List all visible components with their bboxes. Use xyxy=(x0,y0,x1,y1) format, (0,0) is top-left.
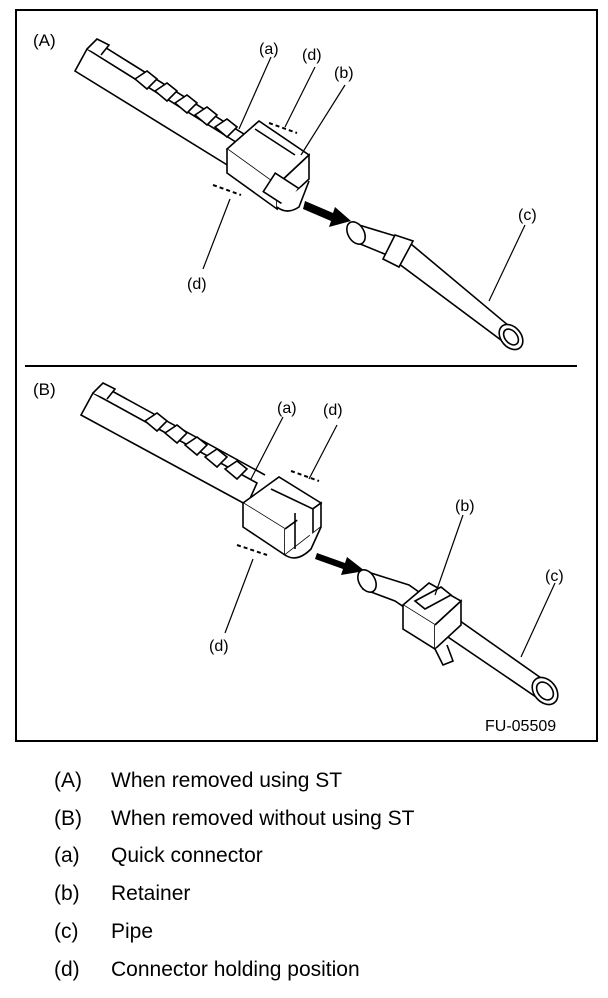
legend-key: (c) xyxy=(54,920,79,944)
legend-row: (A) When removed using ST xyxy=(54,762,574,800)
panel-a-label: (A) xyxy=(33,31,56,50)
panel-b: (B) xyxy=(33,380,564,706)
panel-a-leaders xyxy=(202,56,526,302)
legend-text: When removed using ST xyxy=(111,768,343,792)
legend-text: Connector holding position xyxy=(111,957,360,981)
legend-row: (B) When removed without using ST xyxy=(54,800,574,838)
figure-frame xyxy=(15,9,598,742)
panel-a-quick-connector xyxy=(73,38,311,212)
panel-b-callout-c: (c) xyxy=(545,568,564,585)
panel-b-quick-connector xyxy=(79,382,323,559)
panel-b-hold-marks xyxy=(236,470,320,556)
panel-a-callout-b: (b) xyxy=(334,65,354,82)
legend: (A) When removed using ST (B) When remov… xyxy=(54,762,574,989)
legend-text: Retainer xyxy=(111,882,191,906)
legend-key: (b) xyxy=(54,882,80,906)
legend-key: (d) xyxy=(54,957,80,981)
panel-b-pipe xyxy=(357,569,559,706)
panel-a: (A) xyxy=(33,31,537,351)
panel-b-callout-d-top: (d) xyxy=(323,402,343,419)
panel-b-retainer xyxy=(401,582,463,667)
figure-id: FU-05509 xyxy=(485,718,556,735)
panel-a-callout-d-top: (d) xyxy=(302,47,322,64)
panel-a-callout-d-bottom: (d) xyxy=(187,276,207,293)
legend-row: (a) Quick connector xyxy=(54,838,574,876)
legend-row: (b) Retainer xyxy=(54,875,574,913)
panel-b-leaders xyxy=(224,416,556,658)
panel-b-callout-b: (b) xyxy=(455,498,475,515)
legend-row: (d) Connector holding position xyxy=(54,951,574,989)
panel-a-pipe xyxy=(346,221,524,351)
legend-key: (B) xyxy=(54,806,82,830)
legend-text: Quick connector xyxy=(111,844,263,868)
panel-b-label: (B) xyxy=(33,380,56,399)
legend-text: When removed without using ST xyxy=(111,806,415,830)
diagram-figure: (A) xyxy=(15,9,598,742)
legend-key: (a) xyxy=(54,844,80,868)
panel-b-callout-a: (a) xyxy=(277,400,297,417)
panel-a-pull-arrow xyxy=(303,201,351,227)
panel-a-callout-a: (a) xyxy=(259,41,279,58)
legend-row: (c) Pipe xyxy=(54,913,574,951)
legend-key: (A) xyxy=(54,768,82,792)
panel-a-callout-c: (c) xyxy=(518,207,537,224)
legend-text: Pipe xyxy=(111,920,154,944)
panel-a-hold-marks xyxy=(212,122,298,196)
panel-b-pull-arrow xyxy=(315,553,365,575)
panel-b-callout-d-bottom: (d) xyxy=(209,638,229,655)
